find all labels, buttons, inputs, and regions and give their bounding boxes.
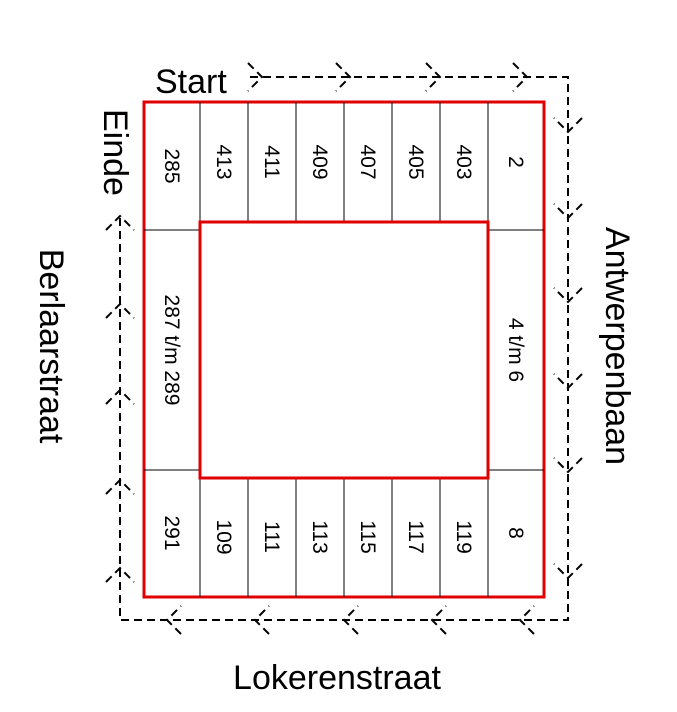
- route-arrow-icon: [425, 62, 442, 92]
- lot-label: 409: [308, 144, 331, 179]
- top-row-lots: 285 413 411 409 407 405 403 2: [160, 144, 527, 183]
- route-arrow-icon: [105, 388, 135, 405]
- lot-label: 8: [504, 527, 527, 539]
- route-arrow-icon: [553, 117, 583, 134]
- route-arrow-icon: [105, 478, 135, 495]
- lot-label: 411: [260, 145, 283, 178]
- lot-label: 407: [356, 144, 379, 179]
- start-label: Start: [155, 63, 227, 101]
- route-arrow-icon: [105, 302, 135, 319]
- block-inner-courtyard: [198, 220, 490, 480]
- street-label-lokerenstraat: Lokerenstraat: [233, 659, 441, 697]
- lot-label: 109: [212, 519, 235, 554]
- lot-label: 115: [356, 520, 379, 553]
- lot-dividers: [144, 102, 544, 597]
- lot-label: 413: [212, 144, 235, 179]
- lot-label: 117: [404, 520, 427, 553]
- route-arrow-icon: [335, 62, 352, 92]
- route-arrow-icon: [512, 62, 529, 92]
- route-arrows: [105, 62, 583, 635]
- route-arrow-icon: [247, 62, 264, 92]
- lot-label-right-middle: 4 t/m 6: [504, 318, 527, 382]
- route-arrow-icon: [518, 605, 535, 635]
- lot-label: 291: [160, 515, 183, 550]
- route-arrow-icon: [165, 605, 182, 635]
- route-arrow-icon: [253, 605, 270, 635]
- end-label: Einde: [96, 109, 134, 196]
- lot-label: 119: [452, 520, 475, 553]
- street-label-antwerpenbaan: Antwerpenbaan: [598, 227, 636, 465]
- lot-label: 111: [260, 521, 283, 553]
- lot-label: 403: [452, 144, 475, 179]
- route-arrow-icon: [430, 605, 447, 635]
- route-path: [119, 76, 569, 621]
- lot-label-left-middle: 287 t/m 289: [160, 295, 183, 406]
- route-arrow-icon: [553, 373, 583, 390]
- lot-label: 2: [504, 156, 527, 168]
- route-arrow-icon: [553, 287, 583, 304]
- route-arrow-icon: [342, 605, 359, 635]
- bottom-row-lots: 291 109 111 113 115 117 119 8: [160, 515, 527, 554]
- route-arrow-icon: [105, 566, 135, 583]
- route-arrow-icon: [105, 214, 135, 231]
- route-arrow-icon: [553, 203, 583, 220]
- route-arrow-icon: [553, 563, 583, 580]
- lot-label: 285: [160, 148, 183, 183]
- lot-label: 405: [404, 144, 427, 179]
- route-arrow-icon: [553, 457, 583, 474]
- street-label-berlaarstraat: Berlaarstraat: [32, 249, 70, 444]
- lot-label: 113: [308, 520, 331, 553]
